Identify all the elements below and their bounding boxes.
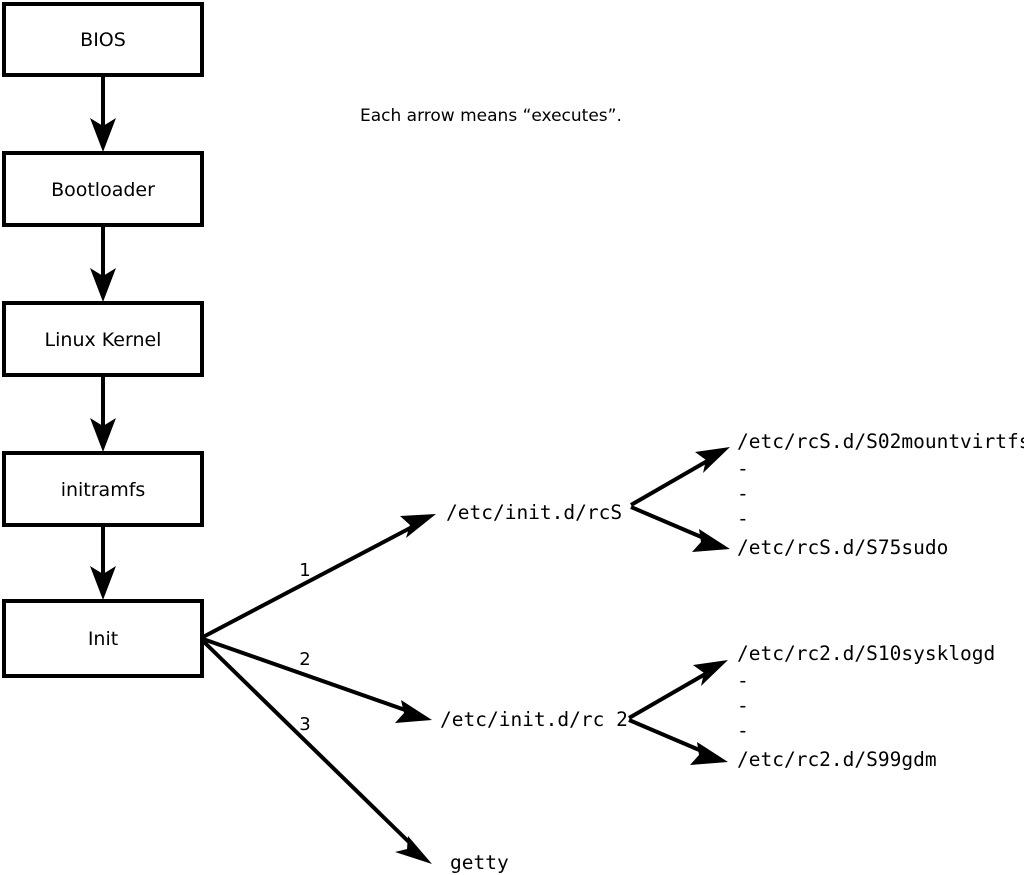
rc2-ellipsis-dash-1: - xyxy=(737,669,749,692)
edge-number-2: 2 xyxy=(299,649,310,670)
rcs-script-first: /etc/rcS.d/S02mountvirtfs xyxy=(737,430,1024,453)
node-kernel-box xyxy=(2,301,204,377)
node-bootloader: Bootloader xyxy=(2,151,204,227)
edge-init-to-getty xyxy=(201,639,432,864)
node-bootloader-label: Bootloader xyxy=(51,179,155,201)
rcs-ellipsis-dash-3: - xyxy=(737,507,749,530)
legend-note: Each arrow means “executes”. xyxy=(360,106,622,126)
edge-rc2-to-first-script xyxy=(628,660,728,720)
rcs-ellipsis-dash-1: - xyxy=(737,457,749,480)
node-rcs-label: /etc/init.d/rcS xyxy=(446,501,622,524)
edge-number-3: 3 xyxy=(299,714,310,735)
node-init-label: Init xyxy=(88,628,118,650)
edge-init-to-rc2 xyxy=(202,637,432,723)
rc2-script-last: /etc/rc2.d/S99gdm xyxy=(737,748,937,771)
node-bios-label: BIOS xyxy=(80,29,126,51)
node-rc2-label: /etc/init.d/rc 2 xyxy=(440,708,628,731)
edge-rcs-to-last-script xyxy=(630,505,730,552)
node-initramfs: initramfs xyxy=(2,451,204,527)
rc2-ellipsis-dash-3: - xyxy=(737,719,749,742)
rc2-script-first: /etc/rc2.d/S10sysklogd xyxy=(737,642,995,665)
node-init: Init xyxy=(2,599,204,678)
edge-rcs-to-first-script xyxy=(630,447,730,507)
edge-bios-to-bootloader xyxy=(90,76,116,152)
node-init-box xyxy=(2,599,204,678)
edge-number-1: 1 xyxy=(299,560,310,581)
edge-init-to-rcs xyxy=(202,514,436,639)
rcs-script-last: /etc/rcS.d/S75sudo xyxy=(737,536,948,559)
edge-kernel-to-initramfs xyxy=(90,376,116,452)
node-bootloader-box xyxy=(2,151,204,227)
node-getty-label: getty xyxy=(450,851,509,874)
node-kernel-label: Linux Kernel xyxy=(45,329,162,351)
edge-bootloader-to-kernel xyxy=(90,226,116,302)
node-bios: BIOS xyxy=(2,2,204,77)
rcs-ellipsis-dash-2: - xyxy=(737,482,749,505)
edge-rc2-to-last-script xyxy=(628,718,728,765)
node-initramfs-label: initramfs xyxy=(61,479,146,501)
node-bios-box xyxy=(2,2,204,77)
rc2-ellipsis-dash-2: - xyxy=(737,694,749,717)
node-kernel: Linux Kernel xyxy=(2,301,204,377)
edge-initramfs-to-init xyxy=(90,526,116,600)
node-initramfs-box xyxy=(2,451,204,527)
